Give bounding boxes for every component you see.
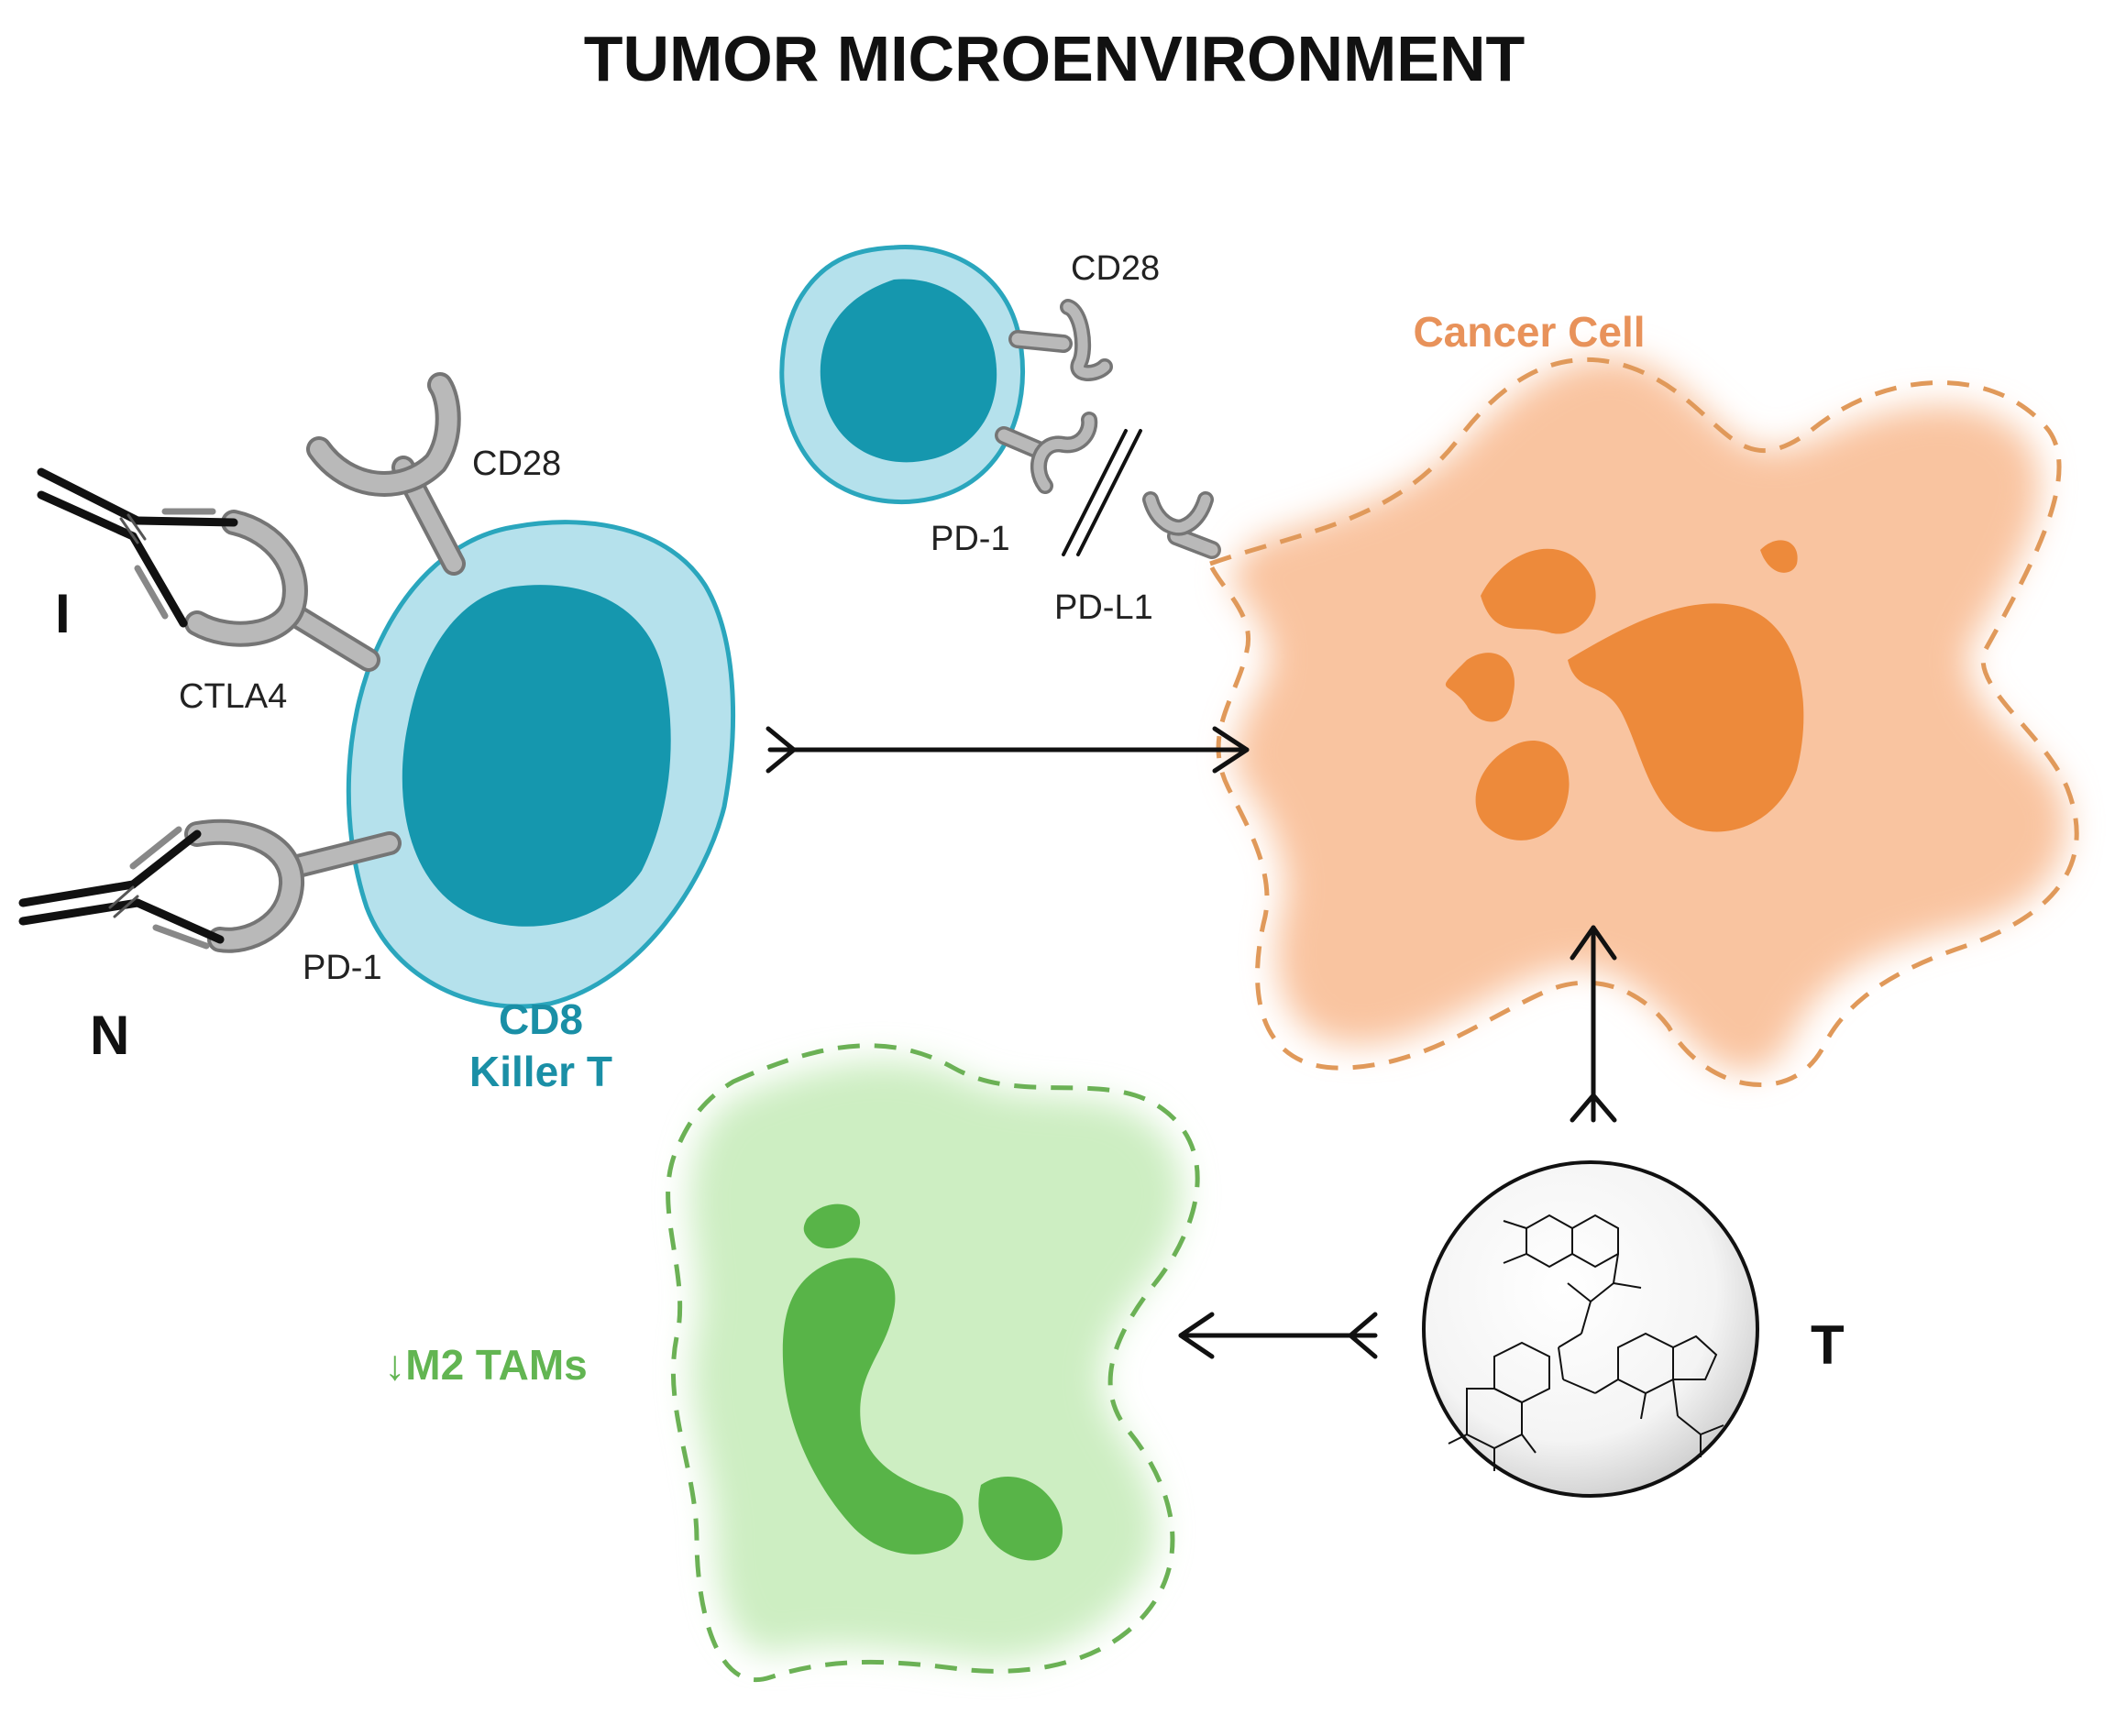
cancer-cell-label: Cancer Cell xyxy=(1413,308,1645,356)
cancer-cell xyxy=(1206,357,2079,1088)
cd28-label-top: CD28 xyxy=(1071,249,1160,288)
cd28-label-left: CD28 xyxy=(472,445,561,483)
letter-n-label: N xyxy=(90,1005,129,1066)
pd1-receptor-left xyxy=(184,819,402,953)
arrow-drug-to-cancer xyxy=(1570,925,1617,1123)
pdl1-label: PD-L1 xyxy=(1054,588,1153,627)
letter-i-label: I xyxy=(55,583,71,644)
cd8-label: CD8 xyxy=(499,995,583,1043)
arrow-tcell-to-cancer xyxy=(766,726,1250,774)
pd1-label-top: PD-1 xyxy=(931,520,1010,558)
trabectedin-structure-icon xyxy=(1448,1214,1724,1471)
ctla4-receptor xyxy=(184,510,380,672)
antibody-ipilimumab xyxy=(37,467,238,628)
diagram-title: TUMOR MICROENVIRONMENT xyxy=(584,23,1526,94)
ctla4-label: CTLA4 xyxy=(179,677,287,716)
m2-tams-label: ↓M2 TAMs xyxy=(384,1341,588,1389)
tam-cell-outline xyxy=(666,1043,1200,1682)
arrow-drug-to-tam xyxy=(1178,1312,1378,1359)
cd28-receptor-top xyxy=(1008,299,1113,381)
small-t-cell xyxy=(779,245,1025,504)
tam-cell-glow xyxy=(689,1060,1183,1661)
blocked-interaction-mark xyxy=(1062,429,1142,556)
cancer-cell-nucleus xyxy=(1445,540,1804,841)
drug-molecule-sphere xyxy=(1422,1160,1759,1498)
antibody-nivolumab xyxy=(18,826,225,950)
cd28-receptor-left xyxy=(306,372,466,576)
pdl1-receptor xyxy=(1142,491,1221,559)
killer-t-label: Killer T xyxy=(469,1048,612,1095)
cancer-cell-outline xyxy=(1206,357,2079,1088)
pd1-receptor-top xyxy=(995,412,1098,494)
letter-t-label: T xyxy=(1811,1314,1845,1376)
m2-tam-cell xyxy=(666,1043,1200,1682)
cd8-killer-t-cell xyxy=(346,520,735,1009)
pd1-label-left: PD-1 xyxy=(303,949,382,987)
tam-nucleus xyxy=(782,1203,1063,1561)
t-cell-nucleus xyxy=(402,585,671,927)
